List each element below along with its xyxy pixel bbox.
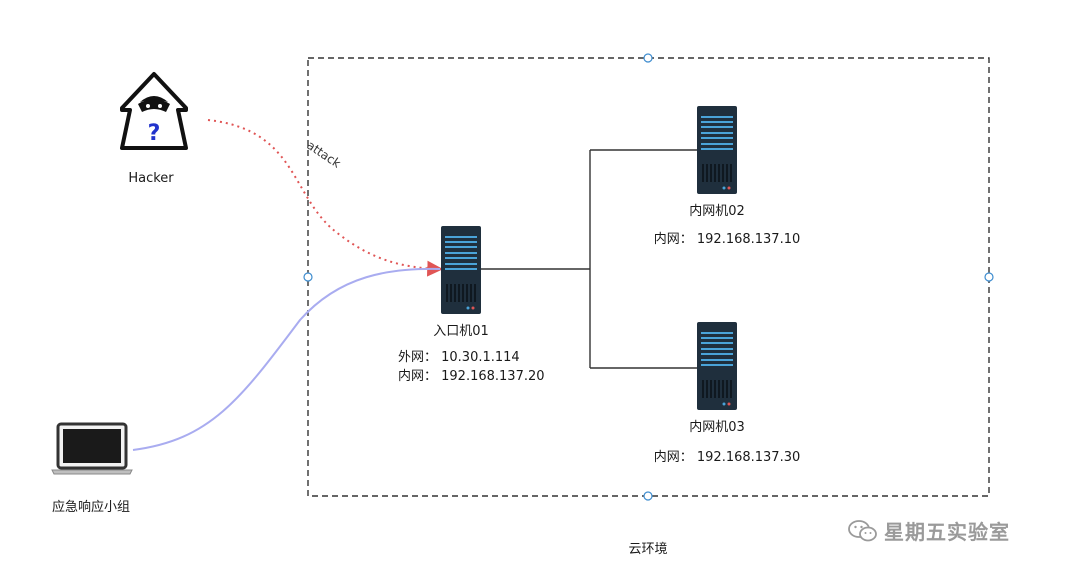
watermark: 星期五实验室	[848, 516, 1010, 545]
internal02-ip: 内网： 192.168.137.10	[653, 232, 801, 247]
svg-text:?: ?	[148, 121, 161, 146]
hacker-label: Hacker	[128, 171, 174, 186]
boundary-handle-right[interactable]	[984, 272, 994, 282]
network-links	[480, 149, 697, 369]
entry-external-ip: 外网： 10.30.1.114	[398, 350, 520, 365]
boundary-handle-top[interactable]	[643, 53, 653, 63]
cloud-label: 云环境	[628, 542, 668, 557]
internal02-label: 内网机02	[689, 204, 745, 219]
boundary-handle-left[interactable]	[303, 272, 313, 282]
cloud-boundary	[307, 57, 990, 497]
watermark-text: 星期五实验室	[884, 520, 1010, 544]
entry-internal-ip: 内网： 192.168.137.20	[398, 369, 545, 384]
attack-path	[207, 119, 444, 277]
server-icon-internal02	[697, 106, 737, 194]
internal03-ip: 内网： 192.168.137.30	[653, 450, 801, 465]
entry-host-label: 入口机01	[433, 324, 489, 339]
response-path	[132, 267, 441, 451]
boundary-handle-bottom[interactable]	[643, 491, 653, 501]
hacker-icon: ?	[120, 72, 188, 150]
server-icon-entry	[441, 226, 481, 314]
internal03-label: 内网机03	[689, 420, 745, 435]
laptop-icon	[51, 422, 133, 475]
server-icon-internal03	[697, 322, 737, 410]
wechat-icon	[848, 519, 877, 541]
responder-label: 应急响应小组	[51, 500, 131, 515]
